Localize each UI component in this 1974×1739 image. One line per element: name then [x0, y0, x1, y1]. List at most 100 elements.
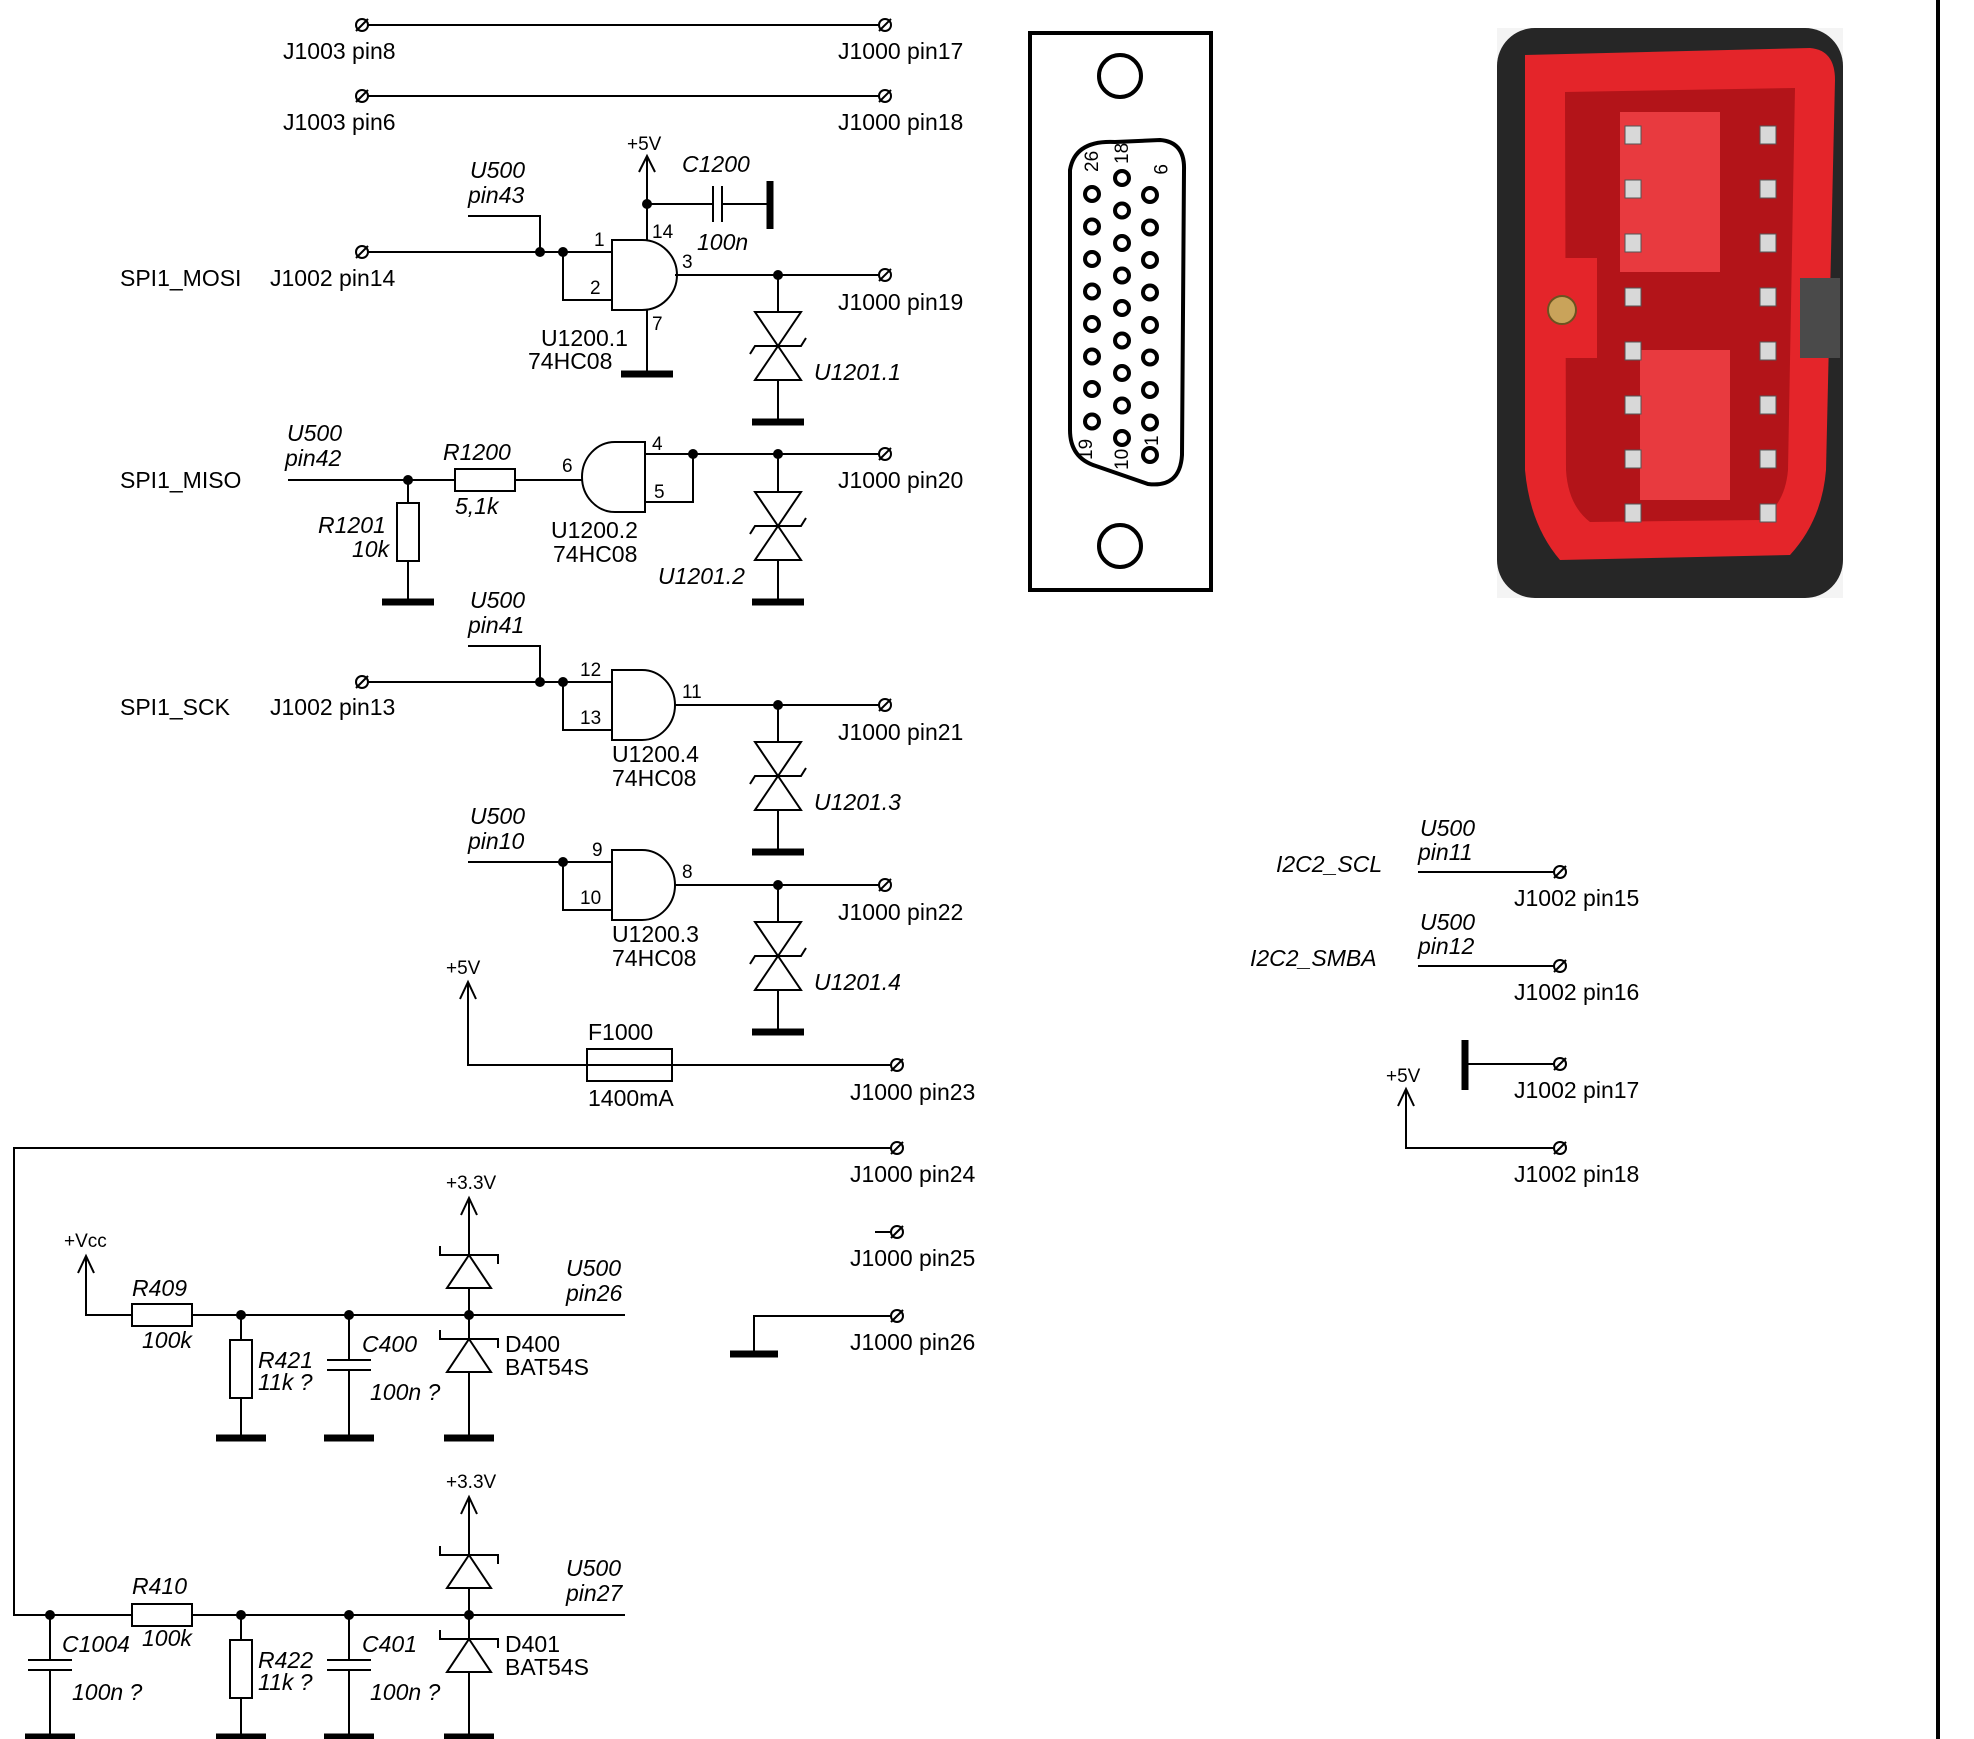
mount-hole-bottom	[1097, 523, 1143, 569]
obd-contact	[1624, 503, 1642, 523]
obd-contact	[1624, 179, 1642, 199]
label-u500-mosi: U500	[470, 157, 525, 183]
connector-pin	[1083, 412, 1101, 431]
pin-g2-out: 6	[562, 456, 573, 477]
net-j1003-pin6: J1003 pin6 J1000 pin18	[283, 89, 963, 135]
signal-spi1-miso: SPI1_MISO	[120, 467, 241, 493]
pin-g3-a: 12	[580, 660, 601, 681]
conn-label-1: 1	[1142, 435, 1163, 446]
label-g1-ref: U1200.1	[541, 325, 628, 351]
label-tvs3: U1201.3	[814, 789, 901, 815]
label-j1002-pin16: J1002 pin16	[1514, 979, 1639, 1005]
label-c1004-value: 100n ?	[72, 1679, 143, 1705]
label-j1002-pin18: J1002 pin18	[1514, 1161, 1639, 1187]
pin-g3-out: 11	[682, 682, 702, 703]
label-u500-pin12: pin12	[1417, 933, 1474, 959]
obd-connector-photo	[1497, 28, 1843, 598]
pin-g1-vcc: 14	[652, 222, 674, 243]
connector-pin	[1113, 266, 1131, 285]
obd-contact	[1624, 233, 1642, 253]
obd-contact	[1624, 287, 1642, 307]
connector-pin	[1113, 234, 1131, 252]
conn-label-10: 10	[1112, 449, 1133, 470]
label-c400-ref: C400	[362, 1331, 417, 1357]
spi1-miso-block: SPI1_MISO U500 pin42 R1201 10k R1200 5,1…	[120, 420, 963, 606]
label-r409-value: 100k	[142, 1327, 193, 1353]
connector-pin	[1141, 446, 1159, 464]
label-j1000-pin20: J1000 pin20	[838, 467, 963, 493]
connector-pin	[1113, 169, 1131, 187]
label-j1002-pin17: J1002 pin17	[1514, 1077, 1639, 1103]
label-j1000-pin19: J1000 pin19	[838, 289, 963, 315]
net-j1000-pin25: J1000 pin25	[850, 1225, 975, 1271]
net-j1000-pin26: J1000 pin26	[730, 1309, 975, 1358]
pin-g1-out: 3	[682, 252, 693, 273]
label-f1000-value: 1400mA	[588, 1085, 674, 1111]
label-j1002-pin13: J1002 pin13	[270, 694, 395, 720]
obd-contact	[1759, 395, 1777, 415]
label-r422-value: 11k ?	[258, 1669, 313, 1695]
label-u500-miso: U500	[287, 420, 342, 446]
obd-contact	[1624, 125, 1642, 145]
label-d400-ref: D400	[505, 1331, 560, 1357]
conn-label-19: 19	[1076, 439, 1097, 460]
connector-pin	[1141, 316, 1159, 334]
pin-g4-a: 9	[592, 840, 603, 861]
label-p33v-d401: +3.3V	[446, 1472, 497, 1493]
obd-contact	[1759, 287, 1777, 307]
connector-pin	[1083, 217, 1101, 236]
label-u500-pin26: pin26	[565, 1280, 622, 1306]
label-f1000-ref: F1000	[588, 1019, 653, 1045]
label-p33v-d400: +3.3V	[446, 1173, 497, 1194]
obd-contact	[1759, 449, 1777, 469]
label-j1002-pin15: J1002 pin15	[1514, 885, 1639, 911]
mount-hole-top	[1097, 53, 1143, 99]
pin-g1-a: 1	[594, 230, 605, 251]
label-tvs4: U1201.4	[814, 969, 901, 995]
label-tvs1: U1201.1	[814, 359, 901, 385]
connector-pin	[1083, 315, 1101, 333]
connector-pin	[1113, 201, 1131, 220]
label-c401-value: 100n ?	[370, 1679, 441, 1705]
label-p5v-fuse: +5V	[446, 958, 481, 979]
label-c1200-ref: C1200	[682, 151, 750, 177]
label-vcc: +Vcc	[64, 1231, 107, 1252]
label-g1-part: 74HC08	[528, 348, 612, 374]
signal-spi1-sck: SPI1_SCK	[120, 694, 231, 720]
label-tvs2: U1201.2	[658, 563, 745, 589]
label-u500-d401: U500	[566, 1555, 621, 1581]
label-p5v-j1002: +5V	[1386, 1066, 1421, 1087]
label-c1200-value: 100n	[697, 229, 748, 255]
label-j1000-pin25: J1000 pin25	[850, 1245, 975, 1271]
connector-pin	[1083, 347, 1101, 366]
label-r1200-ref: R1200	[443, 439, 511, 465]
u500-pin10-block: U500 pin10 9 10 8 U1200.3 74HC08 J1000 p…	[467, 803, 963, 1036]
connector-pin	[1141, 381, 1159, 399]
connector-pins	[1083, 169, 1159, 464]
connector-pin	[1141, 283, 1159, 302]
label-r421-value: 11k ?	[258, 1369, 313, 1395]
label-u500-pin42: pin42	[284, 445, 341, 471]
label-r1201-ref: R1201	[318, 512, 386, 538]
label-j1003-pin8: J1003 pin8	[283, 38, 396, 64]
label-u500-smba: U500	[1420, 909, 1475, 935]
obd-contact	[1759, 179, 1777, 199]
label-g4-ref: U1200.3	[612, 921, 699, 947]
connector-pin	[1113, 396, 1131, 415]
conn-label-26: 26	[1082, 151, 1103, 172]
connector-pin	[1113, 364, 1131, 382]
label-u500-pin10: pin10	[467, 828, 524, 854]
signal-spi1-mosi: SPI1_MOSI	[120, 265, 241, 291]
pin-g3-b: 13	[580, 708, 601, 729]
signal-i2c2-scl: I2C2_SCL	[1276, 851, 1382, 877]
label-u500-sck: U500	[470, 587, 525, 613]
obd-contact	[1624, 395, 1642, 415]
label-g4-part: 74HC08	[612, 945, 696, 971]
label-u500-pin43: pin43	[467, 182, 524, 208]
connector-pin	[1113, 429, 1131, 447]
connector-pin	[1113, 299, 1131, 317]
label-j1000-pin24: J1000 pin24	[850, 1161, 976, 1187]
connector-pin	[1113, 331, 1131, 350]
label-r1200-value: 5,1k	[455, 493, 500, 519]
label-p5v-g1: +5V	[627, 134, 662, 155]
